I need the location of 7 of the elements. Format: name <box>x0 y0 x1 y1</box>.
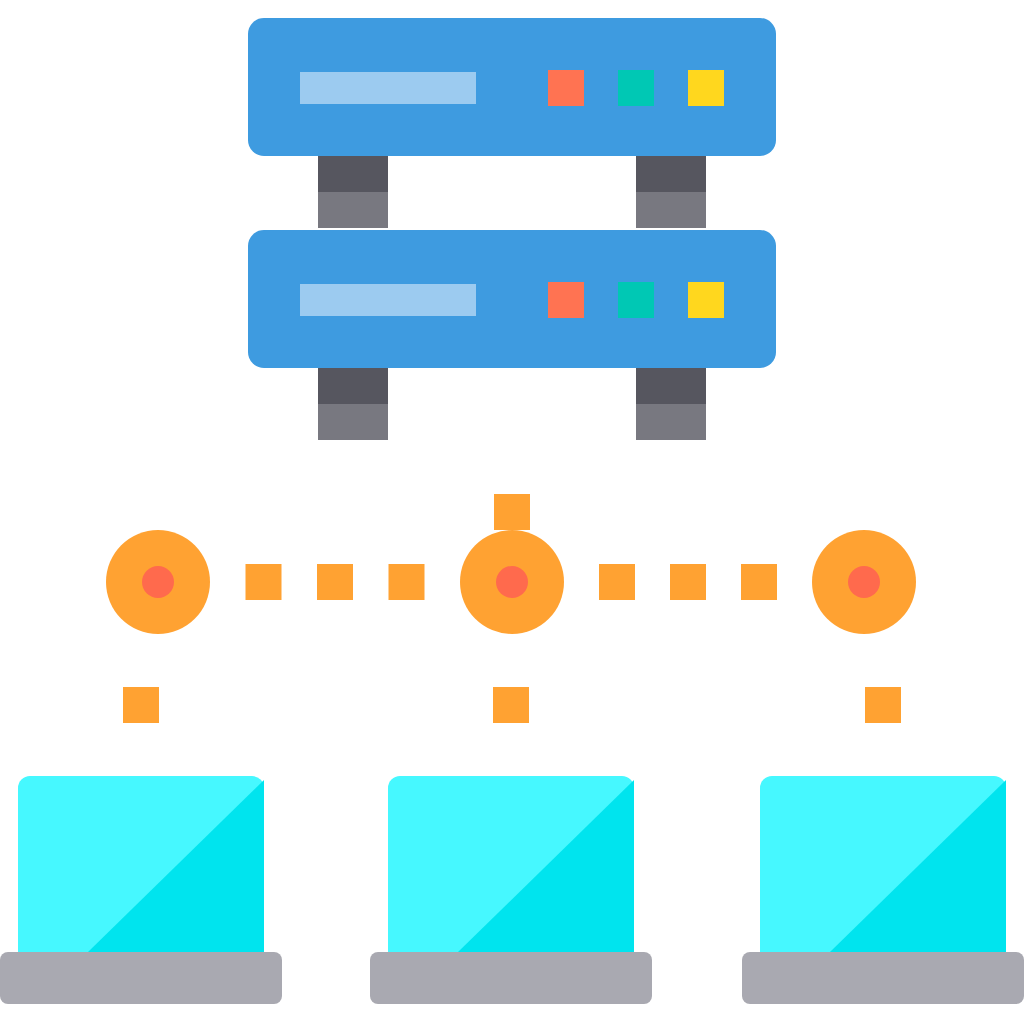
server-icon <box>248 18 776 440</box>
laptop-icon <box>0 776 282 1004</box>
hub-circle <box>460 530 564 634</box>
hub-circle <box>106 530 210 634</box>
hub-circle <box>812 530 916 634</box>
laptop-icon <box>370 776 652 1004</box>
laptop-icon <box>742 776 1024 1004</box>
